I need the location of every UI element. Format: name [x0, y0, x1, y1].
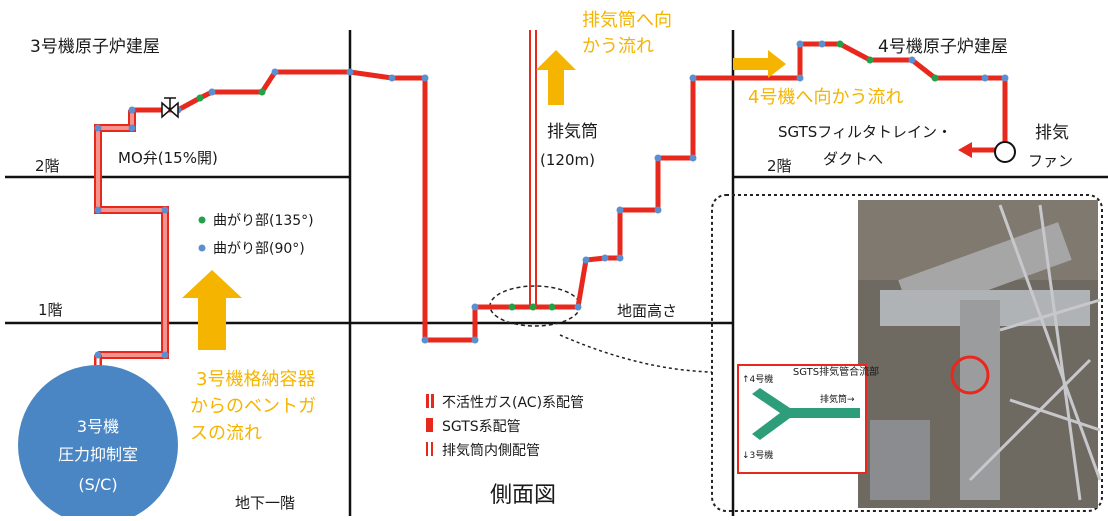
unit4-building-label: 4号機原子炉建屋 [878, 37, 1008, 57]
photo-inset-frame [711, 194, 1103, 512]
vent-gas-label-line3: スの流れ [190, 423, 262, 444]
legend-ac-label: 不活性ガス(AC)系配管 [442, 395, 584, 411]
stack-height-label: (120m) [540, 151, 595, 169]
junction-marker [950, 355, 990, 395]
exhaust-fan-line1: 排気 [1035, 123, 1069, 143]
stack-flow-arrow [536, 50, 576, 105]
sc-line1: 3号機 [77, 417, 119, 436]
from-unit4-label: ↑4号機 [742, 373, 773, 385]
legend-90-dot [198, 244, 206, 252]
sgts-filter-line1: SGTSフィルタトレイン・ [778, 123, 952, 141]
mo-valve-label: MO弁(15%開) [118, 149, 218, 167]
vent-gas-label-line1: 3号機格納容器 [196, 369, 315, 390]
unit3-building-label: 3号機原子炉建屋 [30, 37, 160, 57]
sc-line2: 圧力抑制室 [58, 445, 138, 464]
legend-90-label: 曲がり部(90°) [213, 241, 305, 257]
to-stack-label: 排気筒→ [820, 393, 855, 405]
exhaust-fan-line2: ファン [1028, 152, 1073, 170]
junction-schematic [737, 364, 867, 474]
exhaust-fan-icon [994, 141, 1016, 163]
junction-pipe-shape [752, 388, 860, 440]
vent-flow-arrow [182, 270, 242, 350]
vent-gas-label-line2: からのベントガ [190, 396, 316, 417]
junction-caption: SGTS排気管合流部 [793, 365, 879, 378]
to-stack-label-line2: かう流れ [582, 36, 654, 57]
sc-line3: (S/C) [78, 475, 117, 494]
side-view-title: 側面図 [490, 483, 556, 508]
to-stack-label-line1: 排気筒へ向 [582, 10, 672, 31]
flow-arrows [182, 50, 786, 350]
sgts-piping [132, 41, 1008, 343]
floor2-left-label: 2階 [35, 157, 60, 175]
floor2-right-label: 2階 [767, 157, 792, 175]
legend-135-dot [198, 216, 206, 224]
building-walls [5, 30, 1108, 516]
floor1-label: 1階 [38, 301, 63, 319]
stack-name-label: 排気筒 [547, 122, 598, 142]
legend-stack-label: 排気筒内側配管 [442, 442, 540, 459]
legend-sgts-label: SGTS系配管 [442, 419, 521, 435]
ground-level-label: 地面高さ [617, 302, 677, 320]
bends-135 [196, 40, 939, 311]
inset-connector [559, 334, 713, 373]
pipe-legend: 不活性ガス(AC)系配管 SGTS系配管 排気筒内側配管 [426, 394, 584, 459]
sgts-filter-line2: ダクトへ [823, 150, 883, 168]
basement-label: 地下一階 [235, 494, 295, 512]
suppression-chamber [18, 365, 178, 521]
photo-inset: SGTS排気管合流部 ↑4号機 ↓3号機 排気筒→ [737, 200, 1102, 508]
mo-valve-icon [161, 97, 179, 119]
stack-inner-piping [529, 30, 537, 307]
from-unit3-label: ↓3号機 [742, 449, 773, 461]
to-unit4-label: 4号機へ向かう流れ [748, 87, 903, 108]
unit4-flow-arrow [733, 50, 786, 78]
legend-135-label: 曲がり部(135°) [213, 213, 314, 229]
